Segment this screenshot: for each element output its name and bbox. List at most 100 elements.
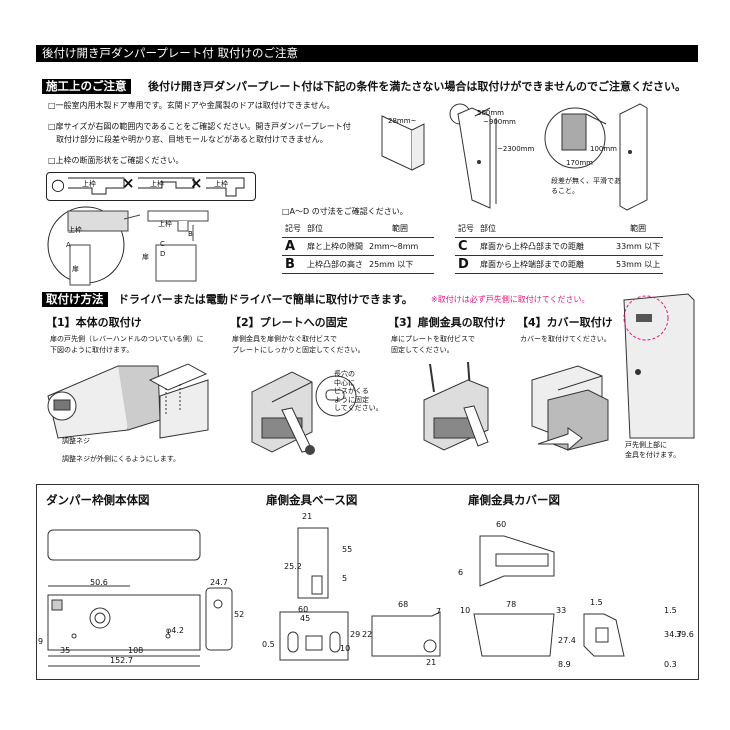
door-size-diagram — [381, 103, 648, 211]
page-header: 後付け開き戸ダンパープレート付 取付けのご注意 — [36, 45, 698, 62]
corner-height: 100mm — [590, 145, 617, 153]
step-2-desc-2: プレートにしっかりと固定してください。 — [232, 346, 365, 354]
door-top-illustration — [623, 293, 695, 439]
label-c: C — [160, 240, 165, 248]
install-note: ※取付けは必ず戸先側に取付けてください。 — [431, 295, 590, 304]
label-b: B — [188, 230, 193, 238]
base-d7: 0.5 — [262, 640, 275, 649]
base-d10: 22 — [362, 630, 373, 639]
base-drawing — [279, 527, 441, 661]
body-d6: 152.7 — [110, 656, 133, 665]
cover-drawing — [473, 535, 625, 657]
sym-b: B — [282, 255, 304, 274]
cover-d6: 1.5 — [590, 598, 603, 607]
base-d12: 7 — [436, 607, 442, 616]
frame-label-1: 上枠 — [82, 180, 96, 188]
label-top-frame-2: 上枠 — [158, 220, 172, 228]
frame-section-diagram — [47, 206, 209, 286]
ok-mark: ○ — [51, 175, 65, 194]
label-top-frame-1: 上枠 — [68, 226, 82, 234]
th-sym-r: 記号 — [455, 220, 477, 238]
body-d1: 50.6 — [90, 578, 108, 587]
drawing-title-1: ダンパー枠側本体図 — [46, 493, 150, 507]
part-b: 上枠凸部の高さ — [304, 255, 366, 274]
step-1-illustration — [47, 363, 209, 439]
body-d8: 52 — [234, 610, 245, 619]
cover-d11: 8.9 — [558, 660, 571, 669]
base-d3: 25.2 — [284, 562, 302, 571]
base-d4: 5 — [342, 574, 348, 583]
step-4-desc-1: カバーを取付けてください。 — [520, 335, 611, 343]
frame-label-2: 上枠 — [150, 180, 164, 188]
body-d4: 35 — [60, 646, 71, 655]
base-d8: 10 — [340, 644, 351, 653]
cover-d8: 27.4 — [558, 636, 576, 645]
step-1-desc-2: 下図のように取付けます。 — [50, 346, 134, 354]
install-tag: 取付け方法 — [42, 292, 108, 307]
caution-tag: 施工上のご注意 — [42, 79, 131, 94]
surface-note: 段差が無く、平滑であること。 — [551, 177, 621, 195]
th-range-r: 範囲 — [613, 220, 664, 238]
callout-5: してください。 — [334, 404, 383, 413]
callout-1: 長穴の — [334, 370, 355, 378]
door-note-1: 戸先側上部に — [625, 441, 667, 449]
step-3-title: 【3】扉側金具の取付け — [388, 316, 506, 329]
base-d6: 45 — [300, 614, 311, 623]
th-part: 部位 — [304, 220, 366, 238]
step-1-desc-1: 扉の戸先側（レバーハンドルのついている側）に — [50, 335, 204, 343]
cover-d10: 39.6 — [676, 630, 694, 639]
step-2-title: 【2】プレートへの固定 — [230, 316, 348, 329]
cover-d4: 78 — [506, 600, 517, 609]
corner-width: 170mm — [566, 159, 593, 167]
ng-mark-1: × — [122, 174, 135, 192]
cover-d5: 33 — [556, 606, 567, 615]
th-sym: 記号 — [282, 220, 304, 238]
dims-intro: □A～D の寸法をご確認ください。 — [282, 207, 408, 216]
th-range: 範囲 — [366, 220, 434, 238]
body-d7: φ4.2 — [166, 626, 184, 635]
step-3-illustration — [423, 361, 489, 451]
range-d: 53mm 以上 — [613, 255, 664, 274]
cover-d1: 60 — [496, 520, 507, 529]
frame-profiles — [68, 177, 245, 197]
body-drawing — [47, 529, 233, 667]
cover-d12: 0.3 — [664, 660, 677, 669]
step-2-illustration — [251, 371, 357, 455]
step-2-desc-1: 扉側金具を扉側かなぐ取付ビスで — [232, 335, 337, 343]
cover-d9: 34.7 — [664, 630, 682, 639]
base-d13: 21 — [426, 658, 437, 667]
ng-mark-2: × — [190, 174, 203, 192]
step-1-title: 【1】本体の取付け — [46, 316, 142, 329]
door-width-min: 500mm — [477, 109, 504, 117]
caution-headline: 後付け開き戸ダンパープレート付は下記の条件を満たさない場合は取付けができませんの… — [148, 80, 687, 93]
cover-d7: 1.5 — [664, 606, 677, 615]
install-headline: ドライバーまたは電動ドライバーで簡単に取付けできます。 — [118, 293, 413, 306]
step-1-label-1: 調整ネジ — [62, 437, 90, 445]
step-4-title: 【4】カバー取付け — [517, 316, 613, 329]
part-a: 扉と上枠の隙間 — [304, 237, 366, 256]
range-b: 25mm 以下 — [366, 255, 434, 274]
cover-d3: 10 — [460, 606, 471, 615]
callout-2: 中心に — [334, 378, 355, 387]
drawings-box — [36, 484, 699, 680]
body-d3: 9 — [38, 637, 44, 646]
step-4-illustration — [531, 365, 609, 452]
frame-check-box — [46, 172, 256, 201]
part-d: 扉面から上枠端部までの距離 — [477, 255, 613, 274]
step-2-callout: 長穴の 中心に ビスがくる ように固定 してください。 — [334, 370, 383, 413]
caution-item-1: □一般室内用木製ドア専用です。玄関ドアや金属製のドアは取付けできません。 — [48, 101, 335, 110]
callout-4: ように固定 — [334, 395, 369, 404]
door-height: ~2300mm — [497, 145, 535, 153]
base-d1: 21 — [302, 512, 313, 521]
base-d5: 60 — [298, 605, 309, 614]
caution-item-2: □扉サイズが右図の範囲内であることをご確認ください。開き戸ダンパープレート付 — [48, 122, 351, 131]
cover-d2: 6 — [458, 568, 464, 577]
base-d11: 68 — [398, 600, 409, 609]
body-d2: 24.7 — [210, 578, 228, 587]
sym-a: A — [282, 237, 304, 256]
step-1-label-2: 調整ネジが外側にくるようにします。 — [62, 455, 181, 463]
caution-item-3: 取付け部分に段差や明かり窓、目地モールなどがあると取付けできません。 — [48, 135, 328, 144]
label-door-2: 扉 — [142, 253, 149, 261]
